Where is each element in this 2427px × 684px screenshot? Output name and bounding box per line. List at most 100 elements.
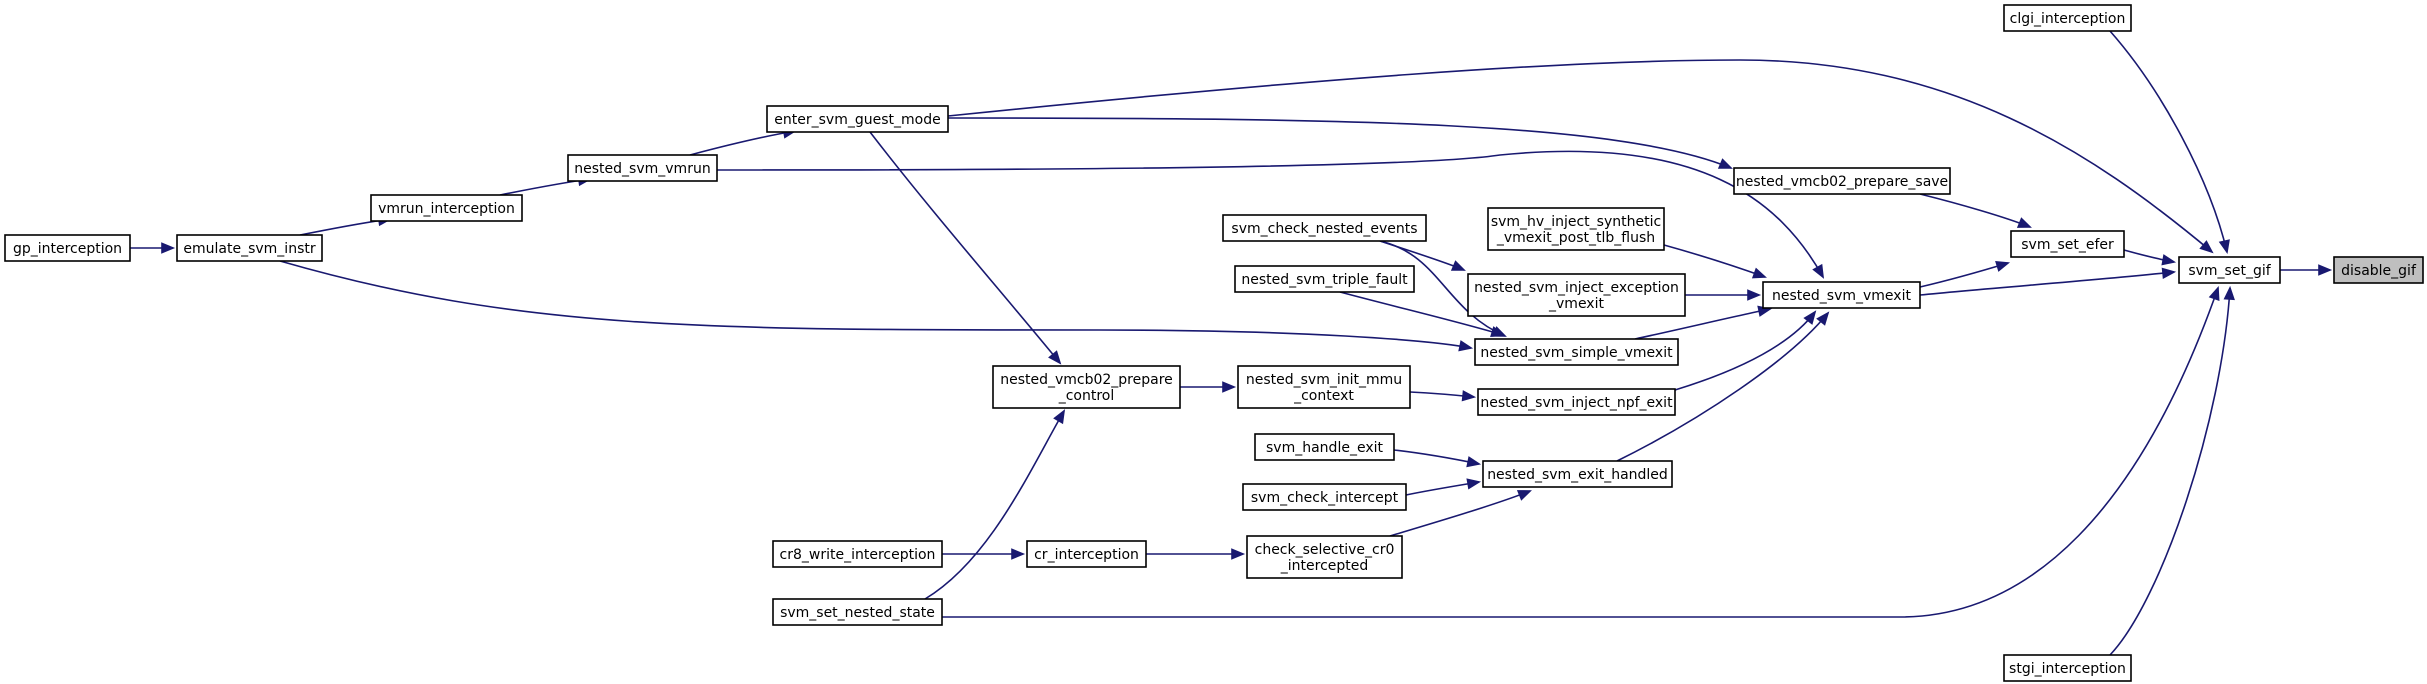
edge-line [942,287,2219,618]
node-svm-check-intercept[interactable]: svm_check_intercept [1242,483,1407,511]
node-label: nested_svm_inject_exception [1474,280,1679,296]
edge-arrowhead [1995,260,2011,272]
node-label: gp_interception [13,241,122,257]
edge-arrowhead [1461,390,1477,402]
edge-emulate_svm_instr-to-nested_svm_simple_vmexit [279,260,1474,352]
node-disable-gif[interactable]: disable_gif [2333,256,2424,284]
node-emulate-svm-instr[interactable]: emulate_svm_instr [176,234,323,262]
node-box [1254,433,1395,461]
edge-line [1389,490,1531,537]
node-label: svm_set_nested_state [780,605,935,621]
node-label: check_selective_cr0 [1255,542,1395,558]
edge-arrowhead [1816,311,1830,326]
edge-nested_svm_inject_npf_exit-to-nested_svm_vmexit [1674,310,1817,391]
node-nested-svm-inject-exception-vmexit[interactable]: nested_svm_inject_exception_vmexit [1467,273,1686,317]
node-label: nested_svm_init_mmu [1246,372,1402,388]
edge-arrowhead [1516,490,1532,501]
edge-arrowhead [1222,381,1237,393]
edge-nested_svm_exit_handled-to-nested_svm_vmexit [1616,311,1830,462]
edge-nested_vmcb02_prepare_save-to-svm_set_efer [1919,193,2032,228]
edge-gp_interception-to-emulate_svm_instr [130,242,176,254]
node-svm-check-nested-events[interactable]: svm_check_nested_events [1222,214,1427,242]
node-svm-set-gif[interactable]: svm_set_gif [2178,256,2281,284]
node-layer: disable_gif svm_set_gif clgi_interceptions… [4,4,2424,682]
node-label: nested_svm_simple_vmexit [1480,345,1673,361]
node-nested-svm-inject-npf-exit[interactable]: nested_svm_inject_npf_exit [1477,388,1676,416]
node-stgi-interception[interactable]: stgi_interception [2003,654,2132,682]
node-svm-set-efer[interactable]: svm_set_efer [2010,230,2125,258]
edge-line [689,130,796,156]
edge-arrowhead [161,242,176,254]
edge-svm_handle_exit-to-nested_svm_exit_handled [1393,449,1482,468]
node-label: nested_svm_vmrun [574,161,710,177]
node-nested-svm-vmexit[interactable]: nested_svm_vmexit [1762,281,1921,309]
edge-line [1674,311,1816,391]
node-box [1026,540,1147,568]
edge-enter_svm_guest_mode-to-svm_set_gif [947,59,2214,254]
node-label: _control [1058,388,1115,404]
node-box [1467,273,1686,317]
edge-nested_svm_vmrun-to-nested_svm_vmexit [716,150,1825,279]
edge-stgi_interception-to-svm_set_gif [2109,285,2235,656]
node-gp-interception[interactable]: gp_interception [4,234,131,262]
node-box [1733,167,1951,195]
node-check-selective-cr0-intercepted[interactable]: check_selective_cr0_intercepted [1246,535,1403,579]
node-svm-set-nested-state[interactable]: svm_set_nested_state [772,598,943,626]
edge-arrowhead [2208,286,2220,302]
node-label: _intercepted [1280,558,1369,574]
node-box [4,234,131,262]
node-nested-svm-exit-handled[interactable]: nested_svm_exit_handled [1482,460,1673,488]
node-box [772,598,943,626]
node-label: svm_set_efer [2021,237,2114,253]
node-box [176,234,323,262]
node-nested-vmcb02-prepare-save[interactable]: nested_vmcb02_prepare_save [1733,167,1951,195]
edge-arrowhead [1053,409,1066,425]
edge-line [1616,312,1829,462]
edge-arrowhead [2016,217,2032,228]
edge-cr8_write_interception-to-cr_interception [942,548,1026,560]
node-box [1762,281,1921,309]
edge-line [947,117,1732,169]
edge-line [279,260,1472,349]
node-box [2010,230,2125,258]
node-box [2333,256,2424,284]
node-label: disable_gif [2341,263,2417,279]
node-label: _context [1293,388,1354,404]
node-label: enter_svm_guest_mode [774,112,940,128]
node-nested-svm-simple-vmexit[interactable]: nested_svm_simple_vmexit [1474,338,1679,366]
node-nested-svm-triple-fault[interactable]: nested_svm_triple_fault [1234,265,1415,293]
edge-line [1663,244,1766,278]
node-cr-interception[interactable]: cr_interception [1026,540,1147,568]
edge-arrowhead [1747,289,1762,301]
node-nested-svm-init-mmu-context[interactable]: nested_svm_init_mmu_context [1237,365,1411,409]
node-cr8-write-interception[interactable]: cr8_write_interception [772,540,943,568]
node-svm-handle-exit[interactable]: svm_handle_exit [1254,433,1395,461]
node-label: svm_set_gif [2188,263,2271,279]
node-box [1482,460,1673,488]
node-label: emulate_svm_instr [183,241,315,257]
node-vmrun-interception[interactable]: vmrun_interception [370,194,523,222]
edge-arrowhead [1048,350,1062,365]
node-label: vmrun_interception [378,201,515,217]
node-box [1246,535,1403,579]
edge-arrowhead [1751,267,1767,279]
node-label: nested_svm_vmexit [1772,288,1911,304]
node-clgi-interception[interactable]: clgi_interception [2003,4,2132,32]
edge-layer [130,30,2333,656]
edge-enter_svm_guest_mode-to-nested_vmcb02_prepare_control [869,131,1062,365]
node-box [2003,4,2132,32]
edge-cr_interception-to-check_selective_cr0_intercepted [1146,548,1246,560]
node-label: nested_svm_inject_npf_exit [1480,395,1673,411]
edge-arrowhead [1450,260,1466,271]
node-svm-hv-inject-synthetic-vmexit-post-tlb-flush[interactable]: svm_hv_inject_synthetic_vmexit_post_tlb_… [1487,207,1665,251]
node-box [370,194,523,222]
node-box [1477,388,1676,416]
node-nested-svm-vmrun[interactable]: nested_svm_vmrun [567,154,718,182]
edge-enter_svm_guest_mode-to-nested_vmcb02_prepare_save [947,117,1733,169]
node-enter-svm-guest-mode[interactable]: enter_svm_guest_mode [766,105,949,133]
edge-arrowhead [1466,456,1482,468]
node-nested-vmcb02-prepare-control[interactable]: nested_vmcb02_prepare_control [992,365,1181,409]
node-label: nested_vmcb02_prepare [1000,372,1173,388]
edge-line [924,410,1065,600]
